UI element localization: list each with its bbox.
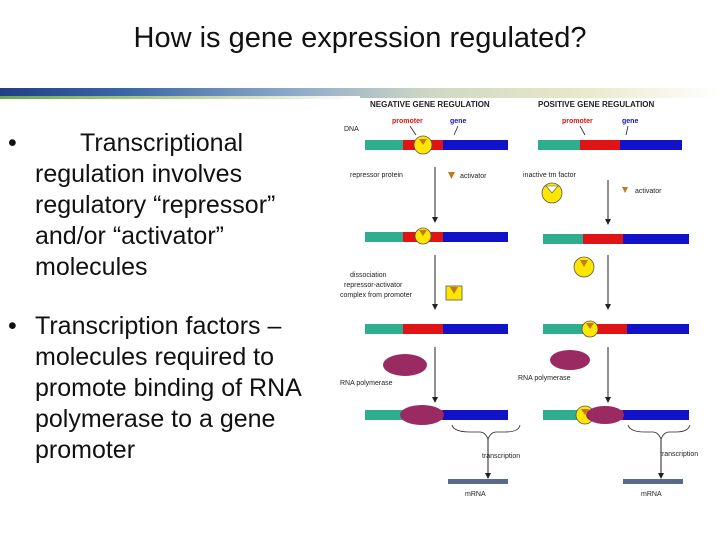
dna-strand: [543, 324, 689, 334]
mrna-label: mRNA: [641, 491, 662, 498]
rna-polymerase-label: RNA polymerase: [518, 375, 571, 382]
arrow-head: [432, 304, 438, 310]
arrow-head: [658, 473, 664, 479]
activator-icon: [450, 287, 458, 294]
gene-label-negative: gene: [450, 118, 466, 125]
gene-regulation-diagram: NEGATIVE GENE REGULATION POSITIVE GENE R…: [340, 100, 698, 498]
rna-polymerase-bound-icon: [400, 405, 444, 425]
rna-polymerase-icon: [550, 350, 590, 370]
arrow-head: [432, 217, 438, 223]
activator-bound-icon: [586, 323, 594, 329]
title-divider: [0, 88, 720, 98]
rna-polymerase-label: RNA polymerase: [340, 380, 393, 387]
dna-strand: [543, 234, 689, 244]
promoter-label-positive: promoter: [562, 118, 593, 125]
positive-heading: POSITIVE GENE REGULATION: [538, 100, 655, 109]
promoter-pointer: [579, 125, 586, 136]
gene-pointer: [625, 125, 629, 136]
mrna-label: mRNA: [465, 491, 486, 498]
arrow-head: [432, 397, 438, 403]
bullet-list: • Transcriptional regulation involves re…: [8, 128, 328, 494]
bullet-symbol: •: [8, 312, 17, 340]
activator-bound-icon: [419, 230, 427, 236]
dissociation-label-2: repressor-activator: [344, 282, 403, 289]
dna-strand: [365, 140, 508, 150]
mrna-strand: [448, 479, 508, 484]
arrow-head: [485, 473, 491, 479]
activator-site-icon: [419, 139, 427, 145]
title-divider-accent: [0, 96, 360, 99]
activator-label: activator: [635, 188, 662, 195]
bullet-symbol: •: [8, 129, 17, 157]
transcription-brace: [451, 424, 521, 441]
gene-label-positive: gene: [622, 118, 638, 125]
negative-heading: NEGATIVE GENE REGULATION: [370, 100, 490, 109]
transcription-brace: [627, 424, 691, 441]
transcription-label: transcription: [660, 451, 698, 458]
dna-strand: [538, 140, 682, 150]
activator-bound-icon: [580, 260, 588, 267]
mrna-strand: [623, 479, 683, 484]
dna-strand: [365, 324, 508, 334]
arrow-head: [605, 219, 611, 225]
dna-label: DNA: [344, 126, 359, 133]
repressor-protein-label: repressor protein: [350, 172, 403, 179]
bullet-text: Transcription factors – molecules requir…: [35, 312, 301, 464]
bullet-text: Transcriptional regulation involves regu…: [35, 129, 276, 281]
activator-icon: [622, 187, 628, 193]
empty-site-icon: [545, 185, 559, 194]
arrow-head: [605, 304, 611, 310]
activator-bound-icon: [581, 409, 589, 415]
dissociation-label-3: complex from promoter: [340, 292, 413, 299]
activator-label: activator: [460, 173, 487, 180]
bullet-item-transcriptional-regulation: • Transcriptional regulation involves re…: [8, 128, 328, 283]
gene-pointer: [453, 125, 459, 136]
rna-polymerase-bound-icon: [586, 406, 624, 424]
promoter-label-negative: promoter: [392, 118, 423, 125]
rna-polymerase-icon: [383, 354, 427, 376]
slide-title: How is gene expression regulated?: [133, 22, 587, 54]
dissociation-label-1: dissociation: [350, 272, 387, 279]
arrow-head: [605, 397, 611, 403]
transcription-label: transcription: [482, 453, 520, 460]
bullet-item-transcription-factors: • Transcription factors – molecules requ…: [8, 311, 328, 466]
inactive-tm-factor-label: inactive tm factor: [523, 172, 577, 179]
dna-strand: [365, 232, 508, 242]
activator-icon: [448, 172, 455, 179]
promoter-pointer: [409, 125, 417, 136]
